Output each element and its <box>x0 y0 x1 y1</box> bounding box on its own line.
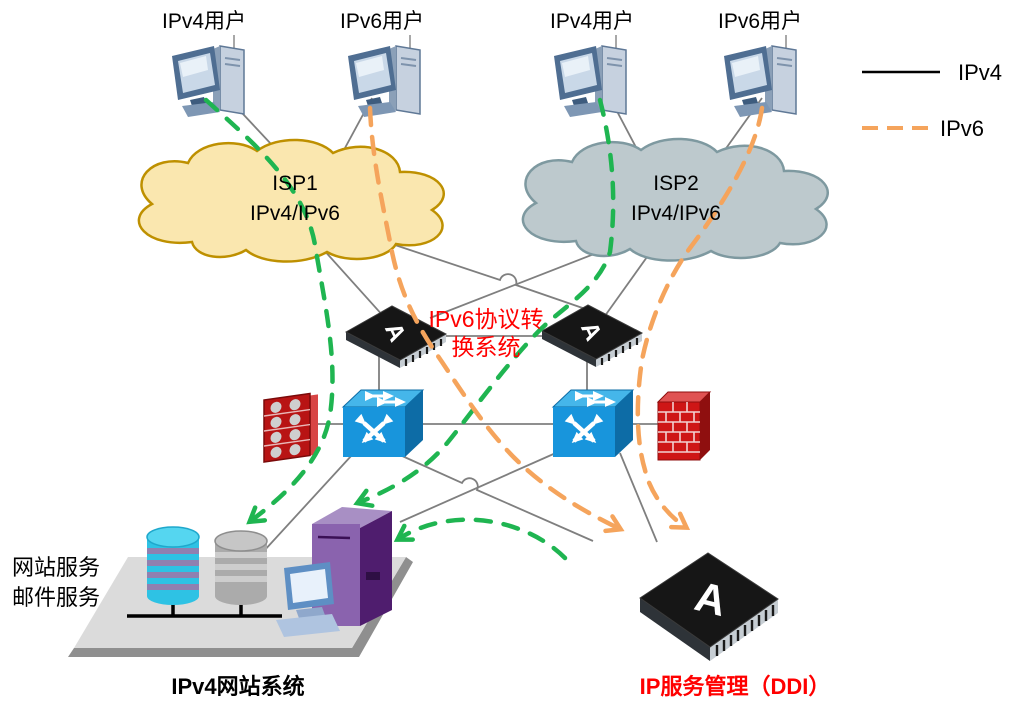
pc-icon-user2 <box>347 34 421 118</box>
link-switch-right-servers <box>399 451 559 523</box>
flow-green-return-arc <box>393 517 568 561</box>
flow-green-user3-to-servers <box>353 97 616 508</box>
legend-ipv6-label: IPv6 <box>940 116 984 141</box>
link-switch-left-ddi <box>399 454 594 542</box>
ddi-label: IP服务管理（DDI） <box>640 674 831 699</box>
link-isp1-converter-left <box>321 247 386 319</box>
server-farm-caption: IPv4网站系统 <box>171 674 304 699</box>
isp2-cloud <box>521 137 830 262</box>
services-label-line1: 网站服务 <box>12 555 100 580</box>
isp1-cloud <box>137 138 446 263</box>
switch-right-icon <box>553 390 633 457</box>
flow-green-user1-to-servers <box>203 97 335 525</box>
server-farm <box>68 507 413 657</box>
flow-orange-user4-to-ddi <box>635 105 765 531</box>
user3-label: IPv4用户 <box>550 10 634 33</box>
pc-icon-user4 <box>723 34 797 118</box>
link-isp2-converter-right <box>601 249 653 321</box>
legend: IPv4 IPv6 <box>862 60 1002 141</box>
isp2-protocols: IPv4/IPv6 <box>631 202 721 225</box>
database-cyan-icon <box>146 526 200 605</box>
user2-label: IPv6用户 <box>340 10 424 33</box>
isp2-cloud-shape <box>521 137 830 262</box>
ddi-device-icon: A <box>639 552 779 661</box>
isp1-cloud-shape <box>137 138 446 263</box>
orange-flows <box>367 105 765 534</box>
legend-ipv4-label: IPv4 <box>958 60 1002 85</box>
firewall-right-icon <box>656 391 712 461</box>
firewall-left-icon <box>263 392 318 463</box>
green-flows <box>203 97 616 561</box>
isp1-protocols: IPv4/IPv6 <box>250 202 340 225</box>
link-isp1-converter-right <box>391 243 601 315</box>
desktop-terminal-icon <box>276 562 340 637</box>
isp1-name: ISP1 <box>272 172 318 195</box>
user1-label: IPv4用户 <box>162 10 246 33</box>
link-isp2-converter-left <box>429 246 613 319</box>
user4-label: IPv6用户 <box>718 10 802 33</box>
database-gray-icon <box>214 530 268 605</box>
flow-orange-user2-to-ddi <box>367 105 625 534</box>
link-switch-right-ddi <box>619 452 658 543</box>
isp2-name: ISP2 <box>653 172 699 195</box>
link-switch-left-servers <box>262 454 353 553</box>
switch-left-icon <box>343 390 423 457</box>
converter-label-line1: IPv6协议转 <box>428 306 543 332</box>
pc-icon-user3 <box>553 34 627 118</box>
services-label-line2: 邮件服务 <box>12 585 100 610</box>
labels: IPv4用户 IPv6用户 IPv4用户 IPv6用户 ISP1 IPv4/IP… <box>12 10 830 699</box>
converter-label-line2: 换系统 <box>452 334 521 360</box>
